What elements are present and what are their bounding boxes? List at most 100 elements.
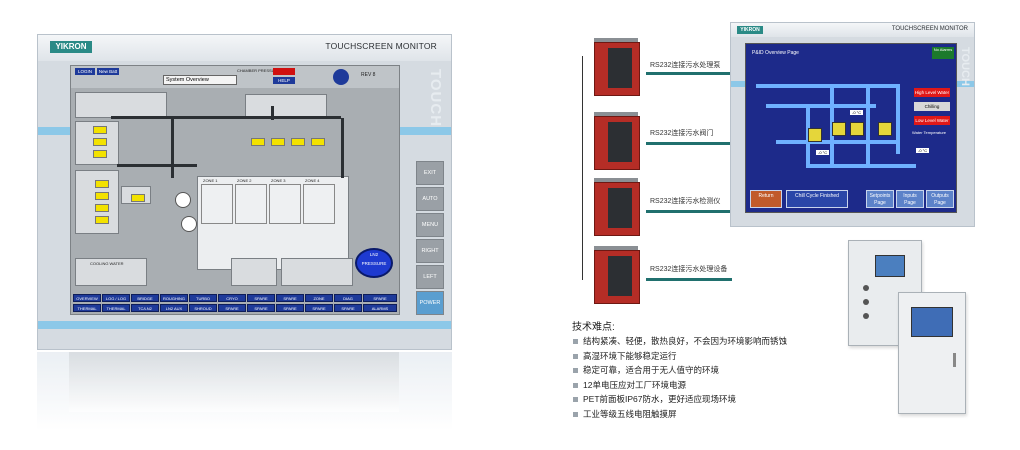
outputs-page-button[interactable]: Outputs Page bbox=[926, 190, 954, 208]
list-item: 12单电压应对工厂环境电源 bbox=[572, 378, 787, 393]
chilling-indicator: Chilling bbox=[914, 102, 950, 111]
ln2-pressure-indicator[interactable]: LN2 PRESSURE bbox=[355, 248, 393, 278]
zone-label: ZONE 4 bbox=[305, 178, 320, 183]
module-face bbox=[608, 122, 632, 162]
login-button[interactable]: LOGIN bbox=[75, 68, 95, 75]
valve-icon[interactable] bbox=[808, 128, 822, 142]
cooling-water-panel: COOLING WATER bbox=[75, 258, 147, 286]
right-button[interactable]: RIGHT bbox=[416, 239, 444, 263]
pipe bbox=[171, 118, 174, 178]
module-top bbox=[594, 112, 638, 119]
nav-tile[interactable]: THERMAL bbox=[102, 304, 130, 312]
nav-tile[interactable]: BRIDGE bbox=[131, 294, 159, 302]
rs232-module bbox=[590, 38, 642, 96]
rev-label: REV 8 bbox=[361, 72, 376, 78]
value-box bbox=[95, 192, 109, 200]
touch-brand-text: TOUCH bbox=[959, 47, 971, 86]
nav-tile[interactable]: ROUGHING bbox=[160, 294, 188, 302]
connector-line bbox=[646, 72, 732, 75]
menu-button[interactable]: MENU bbox=[416, 213, 444, 237]
zone-tile[interactable] bbox=[201, 184, 233, 224]
nav-tile[interactable]: SPARE bbox=[276, 294, 304, 302]
nav-tile[interactable]: SPARE bbox=[305, 304, 333, 312]
pipe bbox=[806, 164, 916, 168]
help-button[interactable]: HELP bbox=[273, 77, 295, 84]
nav-tile[interactable]: SPARE bbox=[218, 304, 246, 312]
nav-tile[interactable]: DIAG bbox=[334, 294, 362, 302]
power-button[interactable]: POWER bbox=[416, 291, 444, 315]
left-button[interactable]: LEFT bbox=[416, 265, 444, 289]
ln2-pressure-label: LN2 PRESSURE bbox=[361, 252, 387, 266]
nav-tile[interactable]: SPARE bbox=[334, 304, 362, 312]
decor-stripe-bottom bbox=[38, 321, 451, 329]
zone-label: ZONE 2 bbox=[237, 178, 252, 183]
return-button[interactable]: Return bbox=[750, 190, 782, 208]
module-top bbox=[594, 38, 638, 45]
valve-icon[interactable] bbox=[832, 122, 846, 136]
new-batch-button[interactable]: New Batt bbox=[97, 68, 119, 75]
value-box bbox=[93, 126, 107, 134]
right-touchscreen-monitor: YIKRON TOUCHSCREEN MONITOR TOUCH P&ID Ov… bbox=[730, 22, 975, 227]
high-level-water-indicator: High Level Water bbox=[914, 88, 950, 97]
value-box bbox=[95, 216, 109, 224]
zone-tile[interactable] bbox=[303, 184, 335, 224]
value-box bbox=[251, 138, 265, 146]
nav-tile[interactable]: TC/LN2 bbox=[131, 304, 159, 312]
nav-tile[interactable]: SPARE bbox=[276, 304, 304, 312]
screen-toolbar: LOGIN New Batt System Overview CHAMBER P… bbox=[71, 66, 399, 88]
pipe bbox=[117, 164, 197, 167]
touch-brand-text: TOUCH bbox=[427, 69, 444, 128]
nav-tile[interactable]: SHROUD bbox=[189, 304, 217, 312]
connector-line bbox=[646, 210, 732, 213]
gauge-icon bbox=[181, 216, 197, 232]
pid-overview-screen[interactable]: P&ID Overview Page No Alarms High Level … bbox=[745, 43, 957, 213]
nav-tile[interactable]: ZONE bbox=[305, 294, 333, 302]
thermal-conditioning-panel bbox=[281, 258, 353, 286]
cooling-water-title: COOLING WATER bbox=[90, 261, 124, 266]
pipe bbox=[111, 116, 341, 119]
nav-tile[interactable]: LOG / LOG bbox=[102, 294, 130, 302]
nav-tile[interactable]: LN2 AUX bbox=[160, 304, 188, 312]
monitor-title: TOUCHSCREEN MONITOR bbox=[325, 41, 437, 51]
reflection-screen bbox=[69, 352, 399, 412]
connector-line bbox=[646, 278, 732, 281]
module-top bbox=[594, 178, 638, 185]
valve-icon[interactable] bbox=[878, 122, 892, 136]
system-overview-field: System Overview bbox=[163, 75, 237, 85]
chamber-access-panel bbox=[245, 94, 327, 118]
connector-line bbox=[646, 142, 732, 145]
auto-button[interactable]: AUTO bbox=[416, 187, 444, 211]
inputs-page-button[interactable]: Inputs Page bbox=[896, 190, 924, 208]
list-item: PET前面板IP67防水，更好适应现场环境 bbox=[572, 392, 787, 407]
nav-tile[interactable]: ALARMS bbox=[363, 304, 397, 312]
module-face bbox=[608, 256, 632, 296]
nav-tile[interactable]: THERMAL bbox=[73, 304, 101, 312]
value-box bbox=[291, 138, 305, 146]
list-item: 工业等级五线电阻触摸屏 bbox=[572, 407, 787, 422]
nav-tile[interactable]: SPARE bbox=[363, 294, 397, 302]
no-alarms-label: No Alarms bbox=[933, 47, 953, 52]
value-box bbox=[93, 150, 107, 158]
list-item: 高湿环境下能够稳定运行 bbox=[572, 349, 787, 364]
nav-tile[interactable]: CRYO bbox=[218, 294, 246, 302]
knob-icon bbox=[863, 285, 869, 291]
exit-button[interactable]: EXIT bbox=[416, 161, 444, 185]
system-overview-screen[interactable]: LOGIN New Batt System Overview CHAMBER P… bbox=[70, 65, 400, 315]
pipe bbox=[756, 84, 896, 88]
nav-tile[interactable]: SPARE bbox=[247, 304, 275, 312]
control-cabinet-image bbox=[898, 292, 966, 414]
nav-tile[interactable]: SPARE bbox=[247, 294, 275, 302]
rs232-label: RS232连接污水阀门 bbox=[650, 130, 714, 137]
tech-list: 结构紧凑、轻便，散热良好，不会因为环境影响而锈蚀 高湿环境下能够稳定运行 稳定可… bbox=[572, 334, 787, 422]
setpoints-page-button[interactable]: Setpoints Page bbox=[866, 190, 894, 208]
screen-title: P&ID Overview Page bbox=[752, 50, 799, 56]
zone-tile[interactable] bbox=[269, 184, 301, 224]
zone-tile[interactable] bbox=[235, 184, 267, 224]
alarm-indicator[interactable] bbox=[273, 68, 295, 75]
nav-tile[interactable]: OVERVIEW bbox=[73, 294, 101, 302]
nav-tile[interactable]: TURBO bbox=[189, 294, 217, 302]
valve-icon[interactable] bbox=[850, 122, 864, 136]
rs232-label: RS232连接污水处理设备 bbox=[650, 266, 728, 273]
temp-readout: -0 °C bbox=[816, 150, 830, 155]
company-logo-icon bbox=[333, 69, 349, 85]
